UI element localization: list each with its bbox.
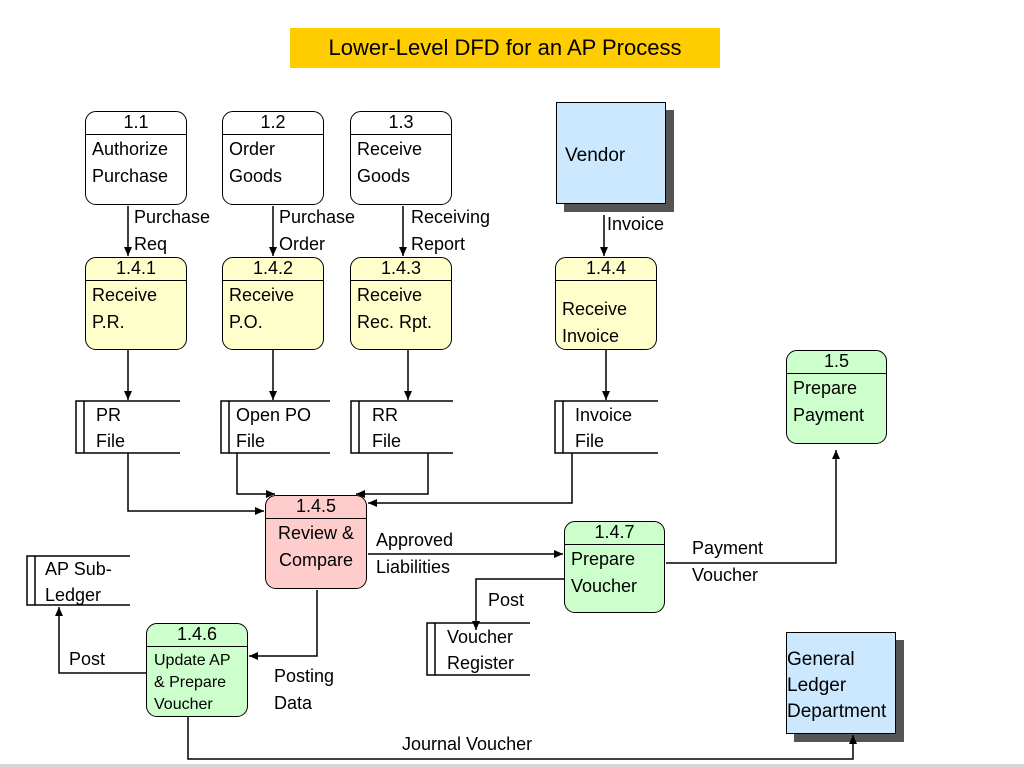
general-ledger-entity[interactable]: General Ledger Department bbox=[786, 632, 896, 734]
process-1-4-4[interactable]: 1.4.4 Receive Invoice bbox=[555, 257, 657, 350]
process-number: 1.4.6 bbox=[147, 624, 247, 647]
vendor-entity[interactable]: Vendor bbox=[556, 102, 666, 204]
process-label: Prepare Payment bbox=[793, 378, 865, 425]
arrow-pr-file-to-review bbox=[127, 453, 264, 515]
open-po-file-store: Open PO File bbox=[236, 405, 312, 451]
flow-purchase-order: Purchase Order bbox=[279, 207, 356, 254]
flow-journal-voucher: Journal Voucher bbox=[402, 734, 533, 754]
flow-purchase-req: Purchase Req bbox=[134, 207, 211, 254]
process-number: 1.1 bbox=[86, 112, 186, 135]
process-1-1[interactable]: 1.1 Authorize Purchase bbox=[85, 111, 187, 205]
process-number: 1.4.4 bbox=[556, 258, 656, 281]
arrow-invoice-file-to-review bbox=[368, 453, 573, 507]
arrow-rr-file-to-review bbox=[356, 453, 429, 498]
pr-file-outline bbox=[75, 400, 180, 454]
process-number: 1.2 bbox=[223, 112, 323, 135]
open-po-file-outline bbox=[220, 400, 330, 454]
flow-receiving-report: Receiving Report bbox=[411, 207, 491, 254]
process-number: 1.5 bbox=[787, 351, 886, 374]
process-1-3[interactable]: 1.3 Receive Goods bbox=[350, 111, 452, 205]
process-number: 1.4.2 bbox=[223, 258, 323, 281]
ap-subledger-outline bbox=[26, 555, 130, 606]
process-label: Receive Goods bbox=[357, 139, 423, 186]
arrow-post-ap-subledger bbox=[55, 607, 146, 674]
process-number: 1.3 bbox=[351, 112, 451, 135]
page-title: Lower-Level DFD for an AP Process bbox=[290, 28, 720, 68]
flow-payment-voucher: Payment Voucher bbox=[692, 538, 764, 585]
pr-file-store: PR File bbox=[96, 405, 126, 451]
process-label: Receive P.O. bbox=[229, 285, 295, 332]
arrow-journal-voucher bbox=[187, 717, 857, 760]
invoice-file-outline bbox=[554, 400, 658, 454]
rr-file-outline bbox=[350, 400, 453, 454]
process-label: Authorize Purchase bbox=[92, 139, 169, 186]
ap-subledger-store: AP Sub- Ledger bbox=[45, 559, 112, 605]
arrow-posting-data bbox=[249, 590, 318, 660]
process-label: Review & Compare bbox=[277, 523, 355, 570]
process-label: Receive Rec. Rpt. bbox=[357, 285, 433, 332]
process-number: 1.4.3 bbox=[351, 258, 451, 281]
process-label: Order Goods bbox=[229, 139, 283, 186]
rr-file-store: RR File bbox=[372, 405, 402, 451]
process-1-4-1[interactable]: 1.4.1 Receive P.R. bbox=[85, 257, 187, 350]
process-number: 1.4.7 bbox=[565, 522, 664, 545]
process-1-4-5[interactable]: 1.4.5 Review & Compare bbox=[265, 495, 367, 589]
process-1-4-6[interactable]: 1.4.6 Update AP & Prepare Voucher bbox=[146, 623, 248, 717]
flow-approved-liabilities: Approved Liabilities bbox=[376, 530, 454, 577]
flow-invoice: Invoice bbox=[607, 214, 665, 234]
process-label: Receive P.R. bbox=[92, 285, 158, 332]
process-1-5[interactable]: 1.5 Prepare Payment bbox=[786, 350, 887, 444]
process-label: Update AP & Prepare Voucher bbox=[154, 652, 231, 713]
arrow-payment-voucher bbox=[666, 450, 840, 564]
process-label: Receive Invoice bbox=[562, 299, 628, 346]
bottom-divider bbox=[0, 764, 1024, 768]
voucher-register-store: Voucher Register bbox=[447, 627, 515, 673]
process-number: 1.4.1 bbox=[86, 258, 186, 281]
process-1-2[interactable]: 1.2 Order Goods bbox=[222, 111, 324, 205]
process-label: Prepare Voucher bbox=[571, 549, 638, 596]
arrow-post-voucher-register bbox=[472, 578, 564, 630]
flow-post-ap-subledger: Post bbox=[69, 649, 106, 669]
voucher-register-outline bbox=[426, 622, 530, 676]
process-1-4-3[interactable]: 1.4.3 Receive Rec. Rpt. bbox=[350, 257, 452, 350]
flow-post-voucher-register: Post bbox=[488, 590, 525, 610]
arrow-po-file-to-review bbox=[236, 453, 275, 498]
process-1-4-7[interactable]: 1.4.7 Prepare Voucher bbox=[564, 521, 665, 613]
process-1-4-2[interactable]: 1.4.2 Receive P.O. bbox=[222, 257, 324, 350]
invoice-file-store: Invoice File bbox=[575, 405, 633, 451]
process-number: 1.4.5 bbox=[266, 496, 366, 519]
flow-posting-data: Posting Data bbox=[274, 666, 335, 713]
